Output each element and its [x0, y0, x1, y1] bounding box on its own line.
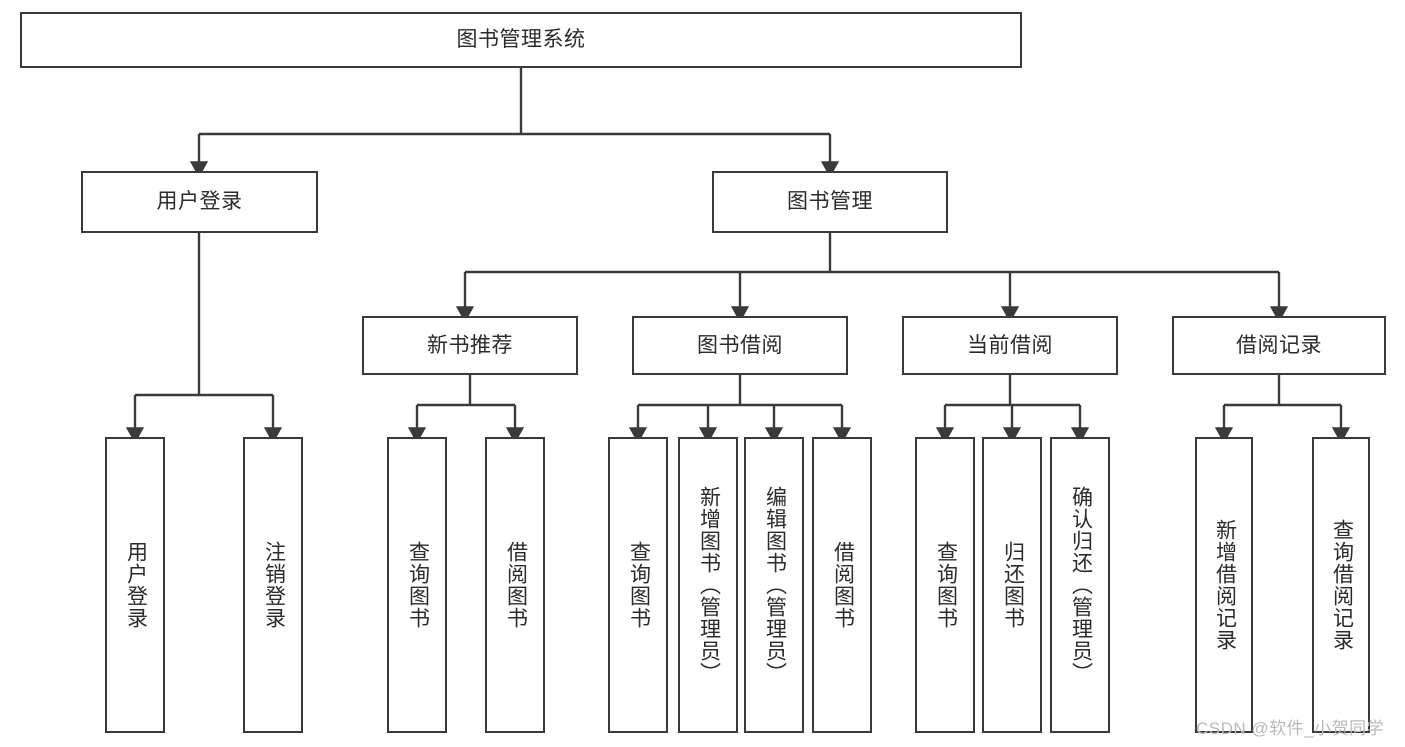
node-leaf-add-book[interactable]: 新增图书（管理员）: [678, 437, 738, 733]
node-label-leaf-borrow-book-1: 借阅图书: [504, 541, 528, 629]
node-label-leaf-query-book-1: 查询图书: [406, 541, 430, 629]
node-new-book-recommend[interactable]: 新书推荐: [362, 316, 578, 375]
node-label-leaf-return-book: 归还图书: [1001, 541, 1025, 629]
node-label-user-login: 用户登录: [156, 190, 243, 214]
connector-lines: [125, 68, 1351, 444]
node-label-borrow-records: 借阅记录: [1236, 333, 1322, 357]
node-label-leaf-confirm-return: 确认归还（管理员）: [1069, 486, 1093, 684]
node-book-management[interactable]: 图书管理: [712, 171, 948, 233]
node-leaf-query-record[interactable]: 查询借阅记录: [1312, 437, 1370, 733]
node-label-leaf-borrow-book-2: 借阅图书: [831, 541, 855, 629]
node-label-book-management: 图书管理: [787, 190, 873, 214]
node-leaf-edit-book[interactable]: 编辑图书（管理员）: [744, 437, 804, 733]
node-label-current-borrow: 当前借阅: [967, 333, 1053, 357]
node-leaf-query-book-3[interactable]: 查询图书: [915, 437, 975, 733]
node-borrow-records[interactable]: 借阅记录: [1172, 316, 1386, 375]
node-current-borrow[interactable]: 当前借阅: [902, 316, 1118, 375]
node-label-leaf-query-record: 查询借阅记录: [1330, 519, 1354, 651]
node-user-login[interactable]: 用户登录: [81, 171, 318, 233]
node-label-new-book-recommend: 新书推荐: [427, 333, 513, 357]
node-leaf-user-login[interactable]: 用户登录: [105, 437, 165, 733]
node-label-leaf-query-book-2: 查询图书: [627, 541, 651, 629]
node-leaf-borrow-book-1[interactable]: 借阅图书: [485, 437, 545, 733]
node-label-leaf-add-book: 新增图书（管理员）: [697, 486, 721, 684]
csdn-watermark: CSDN @软件_小贺同学: [1196, 719, 1385, 738]
node-leaf-query-book-1[interactable]: 查询图书: [387, 437, 447, 733]
node-leaf-borrow-book-2[interactable]: 借阅图书: [812, 437, 872, 733]
node-book-borrow[interactable]: 图书借阅: [632, 316, 848, 375]
node-label-book-borrow: 图书借阅: [697, 333, 783, 357]
node-label-leaf-edit-book: 编辑图书（管理员）: [763, 486, 787, 684]
node-leaf-return-book[interactable]: 归还图书: [982, 437, 1042, 733]
node-label-leaf-query-book-3: 查询图书: [934, 541, 958, 629]
node-leaf-confirm-return[interactable]: 确认归还（管理员）: [1050, 437, 1110, 733]
node-label-leaf-user-login: 用户登录: [124, 541, 148, 629]
node-label-leaf-add-record: 新增借阅记录: [1213, 519, 1237, 651]
node-leaf-add-record[interactable]: 新增借阅记录: [1195, 437, 1253, 733]
node-root[interactable]: 图书管理系统: [20, 12, 1022, 68]
node-leaf-query-book-2[interactable]: 查询图书: [608, 437, 668, 733]
node-leaf-logout[interactable]: 注销登录: [243, 437, 303, 733]
node-label-leaf-logout: 注销登录: [262, 541, 286, 629]
node-label-root: 图书管理系统: [456, 28, 586, 52]
